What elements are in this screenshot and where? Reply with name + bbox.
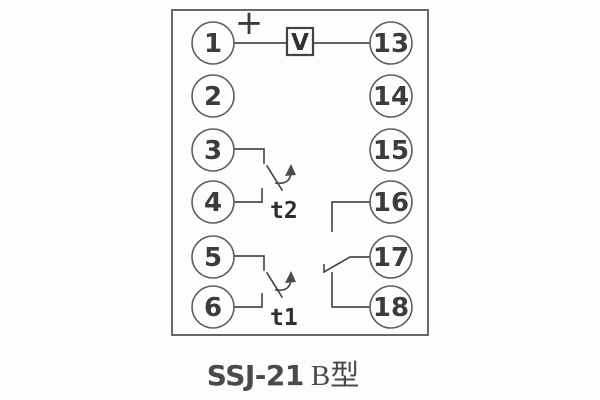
terminal-17-number: 17 — [373, 243, 409, 273]
terminal-14-number: 14 — [373, 82, 409, 112]
terminal-4-number: 4 — [204, 188, 222, 218]
terminal-3: 3 — [191, 128, 235, 172]
voltmeter-label: V — [291, 30, 309, 56]
terminal-14-circle — [369, 74, 413, 118]
terminal-17: 17 — [369, 235, 413, 279]
terminal-3-number: 3 — [204, 136, 222, 166]
contact-t1-label: t1 — [270, 305, 298, 331]
terminal-4-circle — [191, 180, 235, 224]
terminal-3-circle — [191, 128, 235, 172]
terminal-15: 15 — [369, 128, 413, 172]
polarity-plus-label: + — [235, 3, 264, 43]
voltmeter-box — [285, 26, 315, 57]
wire-terminal18-branch — [331, 272, 371, 308]
contact-t1-pivot-wire — [233, 293, 263, 308]
terminal-1: 1 — [191, 21, 235, 65]
contact-t2-label: t2 — [270, 198, 298, 224]
terminal-16: 16 — [369, 180, 413, 224]
terminal-6-number: 6 — [204, 293, 222, 323]
terminal-18-circle — [369, 285, 413, 329]
terminal-2: 2 — [191, 74, 235, 118]
terminal17-blade — [322, 256, 371, 274]
terminal-1-number: 1 — [204, 29, 222, 59]
terminal-18: 18 — [369, 285, 413, 329]
terminal-5: 5 — [191, 235, 235, 279]
terminal-15-number: 15 — [373, 136, 409, 166]
wire-terminal16-branch — [331, 201, 371, 232]
terminal-16-circle — [369, 180, 413, 224]
terminal-16-number: 16 — [373, 188, 409, 218]
contact-t2-delay-arrowhead-icon — [285, 164, 296, 176]
terminal-13: 13 — [369, 21, 413, 65]
terminal-2-circle — [191, 74, 235, 118]
terminal-5-number: 5 — [204, 243, 222, 273]
enclosure-border — [171, 9, 429, 336]
model-name: SSJ-21 — [206, 359, 305, 392]
terminal-17-circle — [369, 235, 413, 279]
changeover-contact-group — [322, 201, 371, 308]
terminal-6: 6 — [191, 285, 235, 329]
terminal-18-number: 18 — [373, 293, 409, 323]
contact-t2-fixed-wire — [233, 148, 265, 164]
terminal-15-circle — [369, 128, 413, 172]
terminal-13-number: 13 — [373, 29, 409, 59]
terminal-2-number: 2 — [204, 82, 222, 112]
terminal-13-circle — [369, 21, 413, 65]
contact-t1-blade — [265, 271, 284, 299]
contact-t2-group: t2 — [233, 148, 298, 224]
terminal-5-circle — [191, 235, 235, 279]
contact-t1-fixed-wire — [233, 255, 265, 271]
terminal-1-circle — [191, 21, 235, 65]
contact-t1-group: t1 — [233, 255, 298, 331]
terminal-6-circle — [191, 285, 235, 329]
terminal-14: 14 — [369, 74, 413, 118]
terminal-4: 4 — [191, 180, 235, 224]
contact-t1-delay-arrowhead-icon — [285, 271, 296, 283]
model-variant: B型 — [310, 360, 360, 392]
contact-t2-pivot-wire — [233, 188, 263, 203]
contact-t2-blade — [265, 164, 284, 192]
